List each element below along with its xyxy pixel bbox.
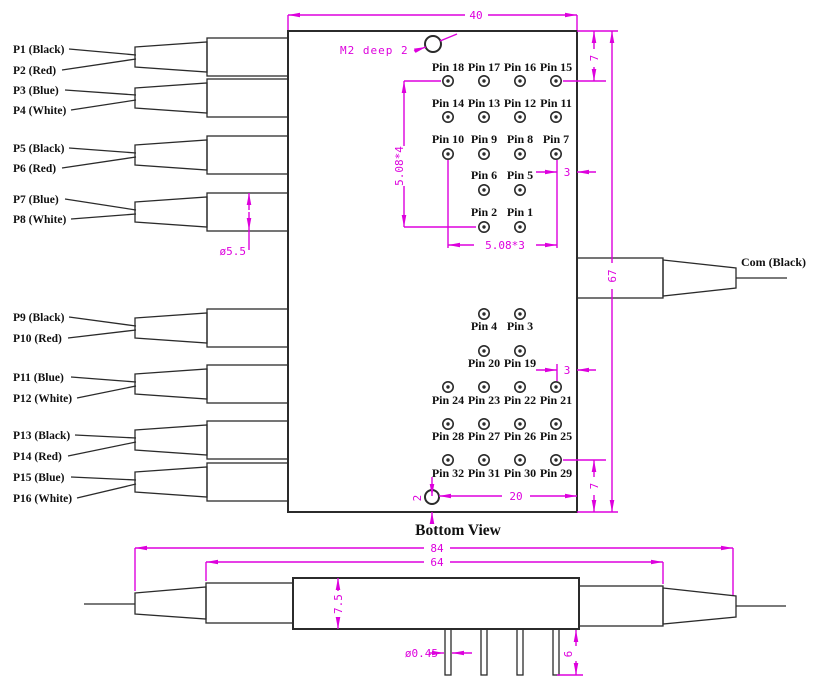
dim-text-3-bottom: 3 xyxy=(564,364,571,377)
dim-overall-84 xyxy=(134,545,734,595)
dim-text-40: 40 xyxy=(469,9,482,22)
port-leader-lines xyxy=(61,48,137,499)
port-label: P15 (Blue) xyxy=(13,472,65,484)
dim-text-pin-dia: ø0.45 xyxy=(405,647,438,660)
port-label: P10 (Red) xyxy=(13,333,62,345)
dim-text-6: 6 xyxy=(562,651,575,658)
port-label: P11 (Blue) xyxy=(13,372,64,384)
port-label: P5 (Black) xyxy=(13,143,65,155)
pin-label: Pin 4 xyxy=(471,319,497,333)
pin-label: Pin 18 xyxy=(432,60,464,74)
through-pins xyxy=(444,628,560,676)
pin-label: Pin 17 xyxy=(468,60,500,74)
com-port-label: Com (Black) xyxy=(741,255,806,269)
pin-label: Pin 19 xyxy=(504,356,536,370)
pin-label: Pin 6 xyxy=(471,168,497,182)
port-label: P9 (Black) xyxy=(13,312,65,324)
pin-labels-bottom: Pin 4 Pin 3 Pin 20 Pin 19 Pin 24 Pin 23 … xyxy=(432,319,572,480)
pin-label: Pin 12 xyxy=(504,96,536,110)
dim-height-67 xyxy=(577,30,618,513)
port-label: P6 (Red) xyxy=(13,163,56,175)
port-label: P1 (Black) xyxy=(13,44,65,56)
top-view xyxy=(61,30,787,513)
dim-text-75: 7.5 xyxy=(332,594,345,614)
dim-text-7-top: 7 xyxy=(588,55,601,62)
dim-pin-len-6 xyxy=(557,630,583,676)
port-label: P3 (Blue) xyxy=(13,85,59,97)
ferrule-left xyxy=(134,586,207,620)
dim-text-64: 64 xyxy=(430,556,444,569)
dim-pitch-horizontal xyxy=(447,160,558,248)
pin-label: Pin 26 xyxy=(504,429,536,443)
pin-label: Pin 13 xyxy=(468,96,500,110)
port-label: P4 (White) xyxy=(13,105,67,117)
pin-label: Pin 22 xyxy=(504,393,536,407)
dim-text-2: 2 xyxy=(411,495,424,502)
port-label: P2 (Red) xyxy=(13,65,56,77)
pin-label: Pin 23 xyxy=(468,393,500,407)
barrel-right xyxy=(578,585,664,627)
port-label: P7 (Blue) xyxy=(13,194,59,206)
pin-label: Pin 28 xyxy=(432,429,464,443)
dim-text-7-bottom: 7 xyxy=(588,483,601,490)
dimensions xyxy=(134,12,734,676)
hole-note-text: M2 deep 2 xyxy=(340,44,409,57)
dim-edge-7-bottom xyxy=(563,459,606,512)
pin-label: Pin 20 xyxy=(468,356,500,370)
pin-label: Pin 32 xyxy=(432,466,464,480)
dim-text-pitch-v: 5.08*4 xyxy=(393,146,406,186)
dim-text-3-top: 3 xyxy=(564,166,571,179)
port-label: P14 (Red) xyxy=(13,451,62,463)
pin-labels-top: Pin 18 Pin 17 Pin 16 Pin 15 Pin 14 Pin 1… xyxy=(432,60,572,219)
pin-label: Pin 11 xyxy=(540,96,572,110)
dim-width-40 xyxy=(287,12,578,30)
port-label: P13 (Black) xyxy=(13,430,70,442)
pin-label: Pin 3 xyxy=(507,319,533,333)
hole-note-leader xyxy=(413,33,458,53)
dim-pitch-vertical xyxy=(401,80,476,228)
pin-label: Pin 29 xyxy=(540,466,572,480)
pin-label: Pin 25 xyxy=(540,429,572,443)
pin-label: Pin 27 xyxy=(468,429,500,443)
dim-edge-7-top xyxy=(563,31,606,82)
pin-label: Pin 30 xyxy=(504,466,536,480)
dim-offset-3-bottom xyxy=(536,364,596,381)
pin-label: Pin 21 xyxy=(540,393,572,407)
pin-label: Pin 1 xyxy=(507,205,533,219)
dimension-labels: 40 7 67 7 5.08*4 5.08*3 3 3 M2 deep 2 ø5… xyxy=(220,9,620,660)
pin-label: Pin 9 xyxy=(471,132,497,146)
pin-label: Pin 8 xyxy=(507,132,533,146)
pin-label: Pin 2 xyxy=(471,205,497,219)
dim-text-barrel-dia: ø5.5 xyxy=(220,245,247,258)
pin-label: Pin 7 xyxy=(543,132,569,146)
pin-label: Pin 10 xyxy=(432,132,464,146)
dim-text-84: 84 xyxy=(430,542,444,555)
pin-label: Pin 24 xyxy=(432,393,464,407)
view-title: Bottom View xyxy=(415,522,501,539)
pin-label: Pin 14 xyxy=(432,96,464,110)
port-labels: P1 (Black) P2 (Red) P3 (Blue) P4 (White)… xyxy=(13,44,806,505)
pin-label: Pin 15 xyxy=(540,60,572,74)
dim-text-pitch-h: 5.08*3 xyxy=(485,239,525,252)
left-fiber-connectors xyxy=(134,37,289,502)
port-label: P8 (White) xyxy=(13,214,67,226)
pin-label: Pin 31 xyxy=(468,466,500,480)
barrel-left xyxy=(205,582,294,624)
port-label: P12 (White) xyxy=(13,393,72,405)
pin-label: Pin 5 xyxy=(507,168,533,182)
pin-label: Pin 16 xyxy=(504,60,536,74)
bottom-view xyxy=(84,577,786,676)
ferrule-right xyxy=(662,587,737,625)
dim-text-20: 20 xyxy=(509,490,522,503)
port-label: P16 (White) xyxy=(13,493,72,505)
com-fiber-connector xyxy=(576,257,787,299)
dim-text-67: 67 xyxy=(606,269,619,282)
dim-body-64 xyxy=(205,559,664,584)
mounting-hole-top xyxy=(424,35,442,53)
